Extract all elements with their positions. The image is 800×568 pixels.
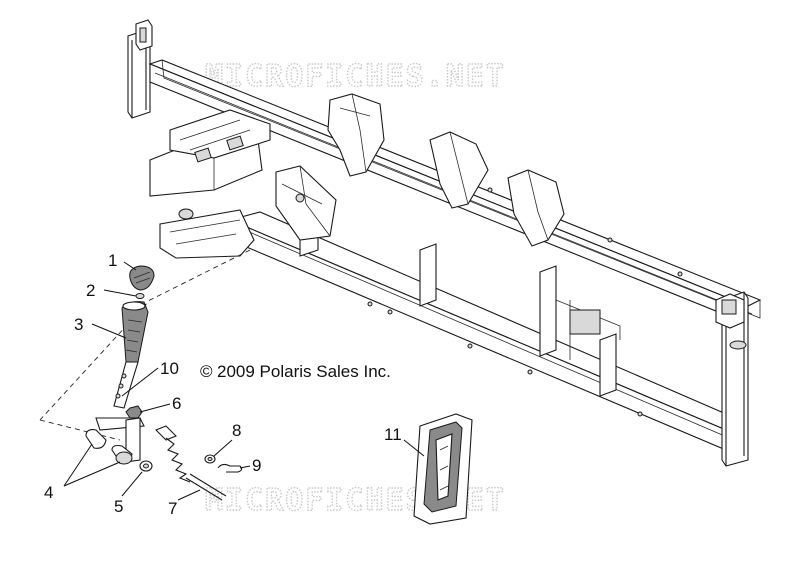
part-10-shift-lever <box>113 361 139 409</box>
part-6-nut <box>125 405 143 419</box>
leader-8 <box>213 439 233 457</box>
assembly-guide-line-lower <box>39 419 121 441</box>
copyright-text: 2009 Polaris Sales Inc. <box>217 362 391 381</box>
leader-4b <box>63 461 121 487</box>
leader-10 <box>121 367 159 397</box>
callout-5: 5 <box>114 497 123 516</box>
part-5-washer <box>139 460 153 472</box>
leader-3 <box>91 323 127 339</box>
leader-1 <box>123 261 137 271</box>
part-11-boot-grommet <box>413 413 473 525</box>
callout-8: 8 <box>232 421 241 440</box>
callout-7: 7 <box>168 499 177 518</box>
leader-4a <box>63 443 93 487</box>
part-2-fastener <box>135 293 145 299</box>
vehicle-frame <box>127 19 762 467</box>
part-3-shift-handle <box>121 301 149 363</box>
part-1-knob-cap <box>129 265 155 291</box>
part-9-clip <box>217 463 243 473</box>
part-7-shift-cable <box>155 425 227 501</box>
leader-6 <box>139 403 171 413</box>
copyright-symbol: © <box>200 362 213 381</box>
callout-6: 6 <box>172 394 181 413</box>
callout-9: 9 <box>252 456 261 475</box>
callout-2: 2 <box>86 281 95 300</box>
leader-7 <box>177 489 201 501</box>
leader-5 <box>121 471 143 497</box>
lever-arm-assembly <box>85 417 145 465</box>
leader-2 <box>103 289 137 297</box>
callout-3: 3 <box>74 315 83 334</box>
callout-11: 11 <box>384 425 402 444</box>
part-8-washer <box>204 454 216 464</box>
leader-9 <box>239 465 251 469</box>
callout-4: 4 <box>44 483 53 502</box>
watermark-top: MICROFICHES.NET <box>205 59 506 94</box>
callout-1: 1 <box>108 251 117 270</box>
leader-11 <box>403 439 425 457</box>
callout-10: 10 <box>160 359 179 378</box>
assembly-guide-line-upper <box>39 249 251 421</box>
